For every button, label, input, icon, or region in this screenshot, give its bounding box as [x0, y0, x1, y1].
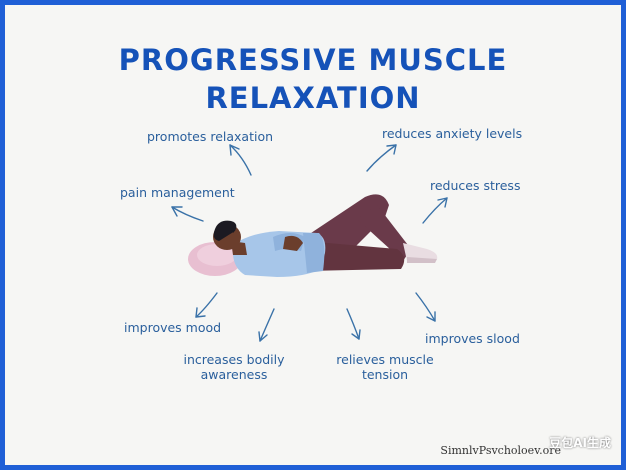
arrow-promotes-relaxation — [229, 144, 252, 176]
arrow-pain-management — [171, 206, 204, 222]
label-increases-bodily-line2: awareness — [200, 367, 268, 382]
relaxing-person-illustration — [188, 194, 438, 277]
label-improves-mood: improves mood — [124, 320, 222, 335]
arrow-relieves-tension — [346, 308, 361, 340]
label-relieves-muscle-line1: relieves muscle — [336, 352, 434, 367]
label-reduces-anxiety-levels: reduces anxiety levels — [382, 126, 523, 141]
arrow-reduces-stress — [422, 197, 448, 224]
label-increases-bodily-awareness: increases bodily awareness — [179, 352, 289, 382]
hair — [213, 220, 237, 241]
arrow-improves-slood — [415, 292, 436, 322]
source-credit: SimnlvPsvcholoev.ore — [440, 444, 561, 457]
arrow-increases-awareness — [258, 308, 275, 342]
shoe — [403, 243, 438, 261]
arrow-improves-mood — [195, 292, 218, 318]
label-promotes-relaxation: promotes relaxation — [147, 129, 274, 144]
infographic-frame: PROGRESSIVE MUSCLE RELAXATION — [5, 5, 621, 465]
title-line-1: PROGRESSIVE MUSCLE — [118, 43, 508, 77]
illustration-canvas — [171, 144, 448, 342]
label-pain-management: pain management — [120, 185, 235, 200]
ai-watermark: 豆包AI生成 — [549, 436, 611, 450]
label-increases-bodily-line1: increases bodily — [183, 352, 285, 367]
title-line-2: RELAXATION — [205, 81, 421, 115]
arrow-reduces-anxiety — [366, 144, 397, 172]
label-relieves-muscle-tension: relieves muscle tension — [332, 352, 438, 382]
label-reduces-stress: reduces stress — [430, 178, 521, 193]
label-improves-slood: improves slood — [425, 331, 520, 346]
label-relieves-muscle-line2: tension — [361, 367, 409, 382]
